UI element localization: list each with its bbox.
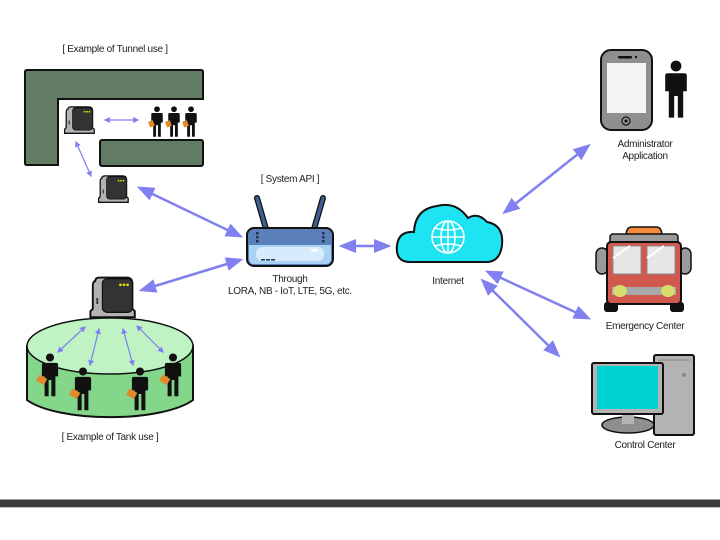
- link-arrow-internet-admin: [502, 143, 591, 215]
- gateway-caption-line1: Through: [272, 274, 308, 285]
- admin-label-line2: Application: [622, 151, 668, 162]
- tank-illustration: [26, 276, 194, 419]
- emergency-center-label: Emergency Center: [605, 321, 685, 332]
- link-arrow-tunnel-gateway: [136, 186, 244, 238]
- link-arrow: [75, 140, 92, 178]
- sensor-device-icon: [89, 276, 136, 319]
- link-arrow: [121, 327, 135, 367]
- fire-truck-icon: [595, 226, 692, 312]
- tunnel-illustration: [24, 69, 204, 203]
- link-arrow: [136, 325, 164, 353]
- sensor-device-icon: [63, 106, 95, 134]
- tunnel-wall-lower: [99, 139, 204, 167]
- system-api-label: [ System API ]: [260, 174, 320, 185]
- gateway-router-icon: [246, 195, 334, 267]
- horizontal-divider: [0, 499, 720, 508]
- internet-label: Internet: [432, 276, 464, 287]
- sensor-device-icon: [97, 175, 129, 203]
- link-arrow-internet-control: [480, 278, 561, 358]
- link-arrow-tank-gateway: [138, 257, 244, 293]
- desktop-computer-icon: [591, 354, 695, 436]
- globe-icon: [431, 220, 465, 254]
- tunnel-workers: [148, 106, 197, 137]
- tank-example-label: [ Example of Tank use ]: [61, 432, 159, 443]
- administrator-person-icon: [665, 60, 687, 118]
- control-center-label: Control Center: [614, 440, 676, 451]
- admin-label-line1: Administrator: [617, 139, 673, 150]
- link-arrow: [88, 327, 101, 367]
- link-arrow: [57, 326, 86, 353]
- link-arrow-internet-emergency: [484, 270, 592, 320]
- gateway-caption-line2: LORA, NB - IoT, LTE, 5G, etc.: [228, 286, 352, 297]
- tank-workers: [36, 353, 182, 411]
- smartphone-icon: [600, 49, 653, 131]
- internet-cloud-icon: [395, 203, 504, 263]
- tunnel-example-label: [ Example of Tunnel use ]: [62, 44, 168, 55]
